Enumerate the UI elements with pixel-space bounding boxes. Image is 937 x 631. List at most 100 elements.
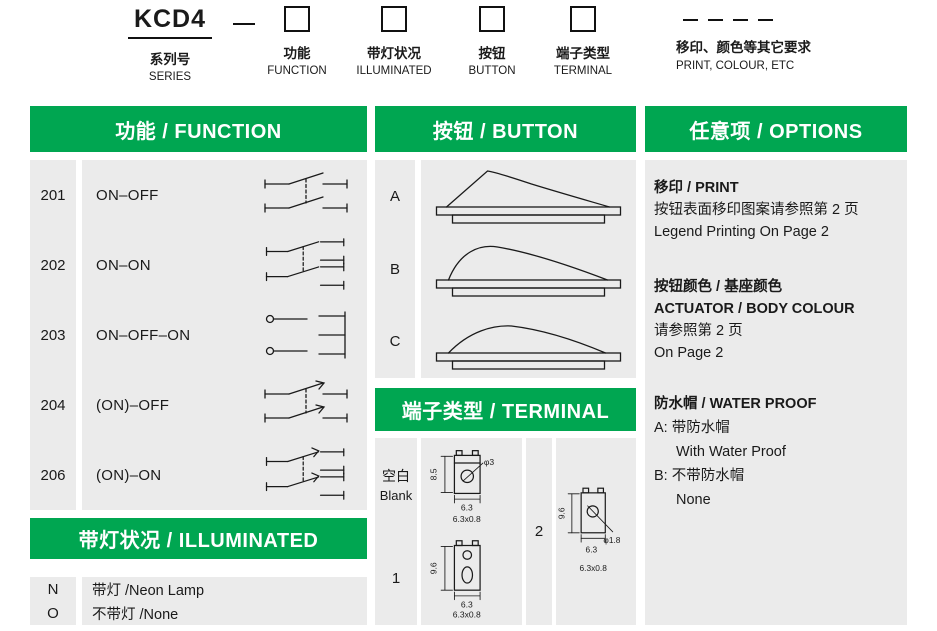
button-section-header: 按钮 / BUTTON	[375, 106, 636, 152]
waterproof-option-a-en: With Water Proof	[676, 444, 786, 460]
terminal-code-blank-en: Blank	[379, 488, 413, 504]
terminal-code-1: 1	[391, 569, 401, 587]
slot-illuminated-label-en: ILLUMINATED	[356, 65, 432, 77]
colour-line-cn: 请参照第 2 页	[654, 323, 743, 339]
slot-options-label-en: PRINT, COLOUR, ETC	[676, 60, 795, 72]
terminal-drawing-column-2: 9.6 φ1.8 6.3 6.3x0.8	[556, 438, 636, 625]
button-code-column: A B C	[375, 160, 415, 378]
waterproof-option-a: A: 带防水帽	[654, 420, 730, 436]
button-profile-a-icon	[435, 170, 621, 224]
options-section-header: 任意项 / OPTIONS	[645, 106, 907, 152]
slot-function: 功能 FUNCTION	[249, 6, 345, 77]
colour-line-en: On Page 2	[654, 345, 724, 361]
terminal-code-blank: 空白 Blank	[375, 438, 417, 532]
series-block: KCD4 系列号 SERIES	[128, 5, 212, 83]
function-row-on-off-on: ON–OFF–ON	[82, 300, 367, 370]
terminal-drawing-1-cell: 9.6 6.3 6.3x0.8	[421, 532, 522, 626]
dim-height-label: 9.6	[428, 563, 438, 575]
terminal-drawing-column-1: 8.5 φ3 6.3 6.3x0.8 9.6	[421, 438, 522, 625]
function-code-box	[284, 6, 310, 32]
button-profile-c-cell	[421, 305, 636, 378]
slot-function-label-cn: 功能	[283, 46, 311, 61]
dim-height-label: 8.5	[428, 468, 438, 480]
slot-button-label-en: BUTTON	[468, 65, 516, 77]
illuminated-label-neon: 带灯 /Neon Lamp	[92, 582, 205, 599]
button-drawing-column	[421, 160, 636, 378]
button-profile-b-icon	[435, 245, 621, 297]
slot-illuminated: 带灯状况 ILLUMINATED	[346, 6, 442, 77]
slot-terminal-label-cn: 端子类型	[556, 46, 610, 61]
dim-width-label: 6.3	[460, 600, 472, 610]
function-section-header: 功能 / FUNCTION	[30, 106, 367, 152]
circuit-symbol-on-off-icon	[264, 172, 348, 213]
terminal-drawing-blank-cell: 8.5 φ3 6.3 6.3x0.8	[421, 438, 522, 532]
terminal-drawing-2-icon: 9.6 φ1.8 6.3 6.3x0.8	[557, 487, 621, 572]
function-row-on-on: ON–ON	[82, 230, 367, 300]
terminal-section-header: 端子类型 / TERMINAL	[375, 388, 636, 431]
dim-width-label: 6.3	[460, 502, 472, 512]
dim-hole-label: φ3	[483, 457, 494, 467]
illuminated-code-o: O	[47, 604, 59, 622]
print-line-en: Legend Printing On Page 2	[654, 224, 829, 240]
print-title: 移印 / PRINT	[654, 180, 739, 196]
dim-width-label: 6.3	[586, 544, 598, 554]
terminal-code-column-1: 空白 Blank 1	[375, 438, 417, 625]
slot-options-label-cn: 移印、颜色等其它要求	[676, 40, 811, 55]
function-code-column: 201 202 203 204 206	[30, 160, 76, 510]
slot-function-label-en: FUNCTION	[267, 65, 327, 77]
function-row-mom-on-on: (ON)–ON	[82, 440, 367, 510]
button-profile-c-icon	[435, 324, 621, 370]
illuminated-code-box	[381, 6, 407, 32]
series-code: KCD4	[128, 5, 212, 39]
function-code-202: 202	[40, 256, 66, 274]
function-label: ON–OFF	[96, 186, 159, 204]
function-label: ON–ON	[96, 256, 151, 274]
colour-title-cn: 按钮颜色 / 基座颜色	[654, 279, 783, 295]
dim-pin-label: 6.3x0.8	[452, 610, 480, 620]
illuminated-label-none: 不带灯 /None	[92, 606, 179, 623]
terminal-drawing-blank-icon: 8.5 φ3 6.3 6.3x0.8	[428, 449, 494, 524]
function-label: ON–OFF–ON	[96, 326, 191, 344]
circuit-symbol-momentary-on-off-icon	[264, 380, 348, 423]
button-code-b: B	[389, 260, 400, 278]
function-code-206: 206	[40, 466, 66, 484]
terminal-code-2: 2	[526, 438, 552, 625]
series-label-en: SERIES	[148, 71, 192, 83]
function-row-mom-on-off: (ON)–OFF	[82, 370, 367, 440]
button-profile-a-cell	[421, 160, 636, 233]
waterproof-title: 防水帽 / WATER PROOF	[654, 396, 817, 412]
options-panel: 移印 / PRINT 按钮表面移印图案请参照第 2 页 Legend Print…	[645, 160, 907, 625]
illuminated-content-column: 带灯 /Neon Lamp 不带灯 /None	[82, 577, 367, 625]
dim-height-label: 9.6	[557, 507, 566, 519]
illuminated-code-column: N O	[30, 577, 76, 625]
button-code-a: A	[389, 187, 400, 205]
circuit-symbol-on-on-icon	[265, 238, 345, 290]
circuit-symbol-momentary-on-on-icon	[265, 447, 345, 500]
circuit-symbol-on-off-on-icon	[265, 311, 346, 359]
series-label-cn: 系列号	[149, 52, 191, 67]
terminal-drawing-1-icon: 9.6 6.3 6.3x0.8	[428, 540, 481, 620]
button-code-box	[479, 6, 505, 32]
function-code-204: 204	[40, 396, 66, 414]
slot-terminal: 端子类型 TERMINAL	[535, 6, 631, 77]
button-profile-b-cell	[421, 233, 636, 306]
slot-illuminated-label-cn: 带灯状况	[367, 46, 421, 61]
colour-title-en: ACTUATOR / BODY COLOUR	[654, 301, 855, 317]
order-dash	[233, 23, 255, 25]
slot-button: 按钮 BUTTON	[444, 6, 540, 77]
function-code-203: 203	[40, 326, 66, 344]
function-content-column: ON–OFF ON–ON	[82, 160, 367, 510]
dim-pin-label: 6.3x0.8	[452, 514, 480, 524]
print-line-cn: 按钮表面移印图案请参照第 2 页	[654, 202, 859, 218]
slot-options: 移印、颜色等其它要求 PRINT, COLOUR, ETC	[676, 6, 811, 72]
function-row-on-off: ON–OFF	[82, 160, 367, 230]
waterproof-option-b: B: 不带防水帽	[654, 468, 745, 484]
illuminated-section-header: 带灯状况 / ILLUMINATED	[30, 518, 367, 559]
button-code-c: C	[389, 333, 401, 351]
dim-hole-label: φ1.8	[603, 535, 620, 545]
terminal-code-box	[570, 6, 596, 32]
terminal-code-blank-cn: 空白	[382, 468, 410, 485]
function-label: (ON)–ON	[96, 466, 162, 484]
slot-terminal-label-en: TERMINAL	[553, 65, 613, 77]
